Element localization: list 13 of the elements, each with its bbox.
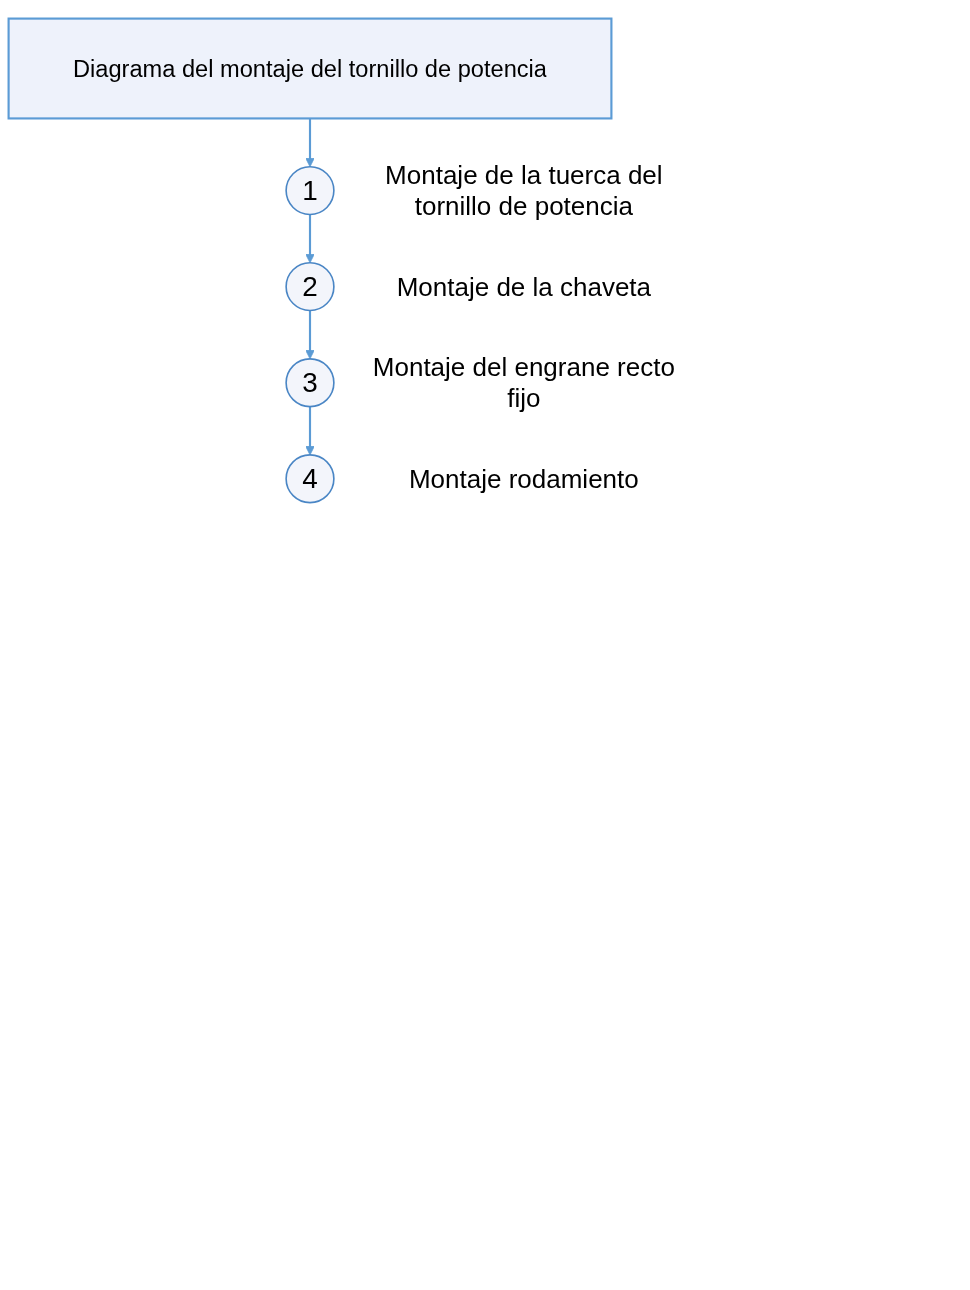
step-caption: Montaje de la chaveta [395, 271, 653, 303]
node-box: Diagrama del montaje del tornillo de potencia [7, 17, 613, 120]
node-circle: 2 [285, 262, 335, 312]
arrow [305, 310, 315, 360]
node-circle: 4 [285, 454, 335, 504]
arrow [305, 118, 315, 168]
arrow [305, 406, 315, 456]
step-caption: Montaje del engrane recto fijo [371, 351, 676, 414]
node-circle: 1 [285, 165, 335, 216]
step-caption: Montaje rodamiento [407, 463, 640, 495]
node-circle: 3 [285, 358, 335, 408]
arrow [305, 214, 315, 264]
step-caption: Montaje de la tuerca del tornillo de potencia [384, 159, 664, 222]
